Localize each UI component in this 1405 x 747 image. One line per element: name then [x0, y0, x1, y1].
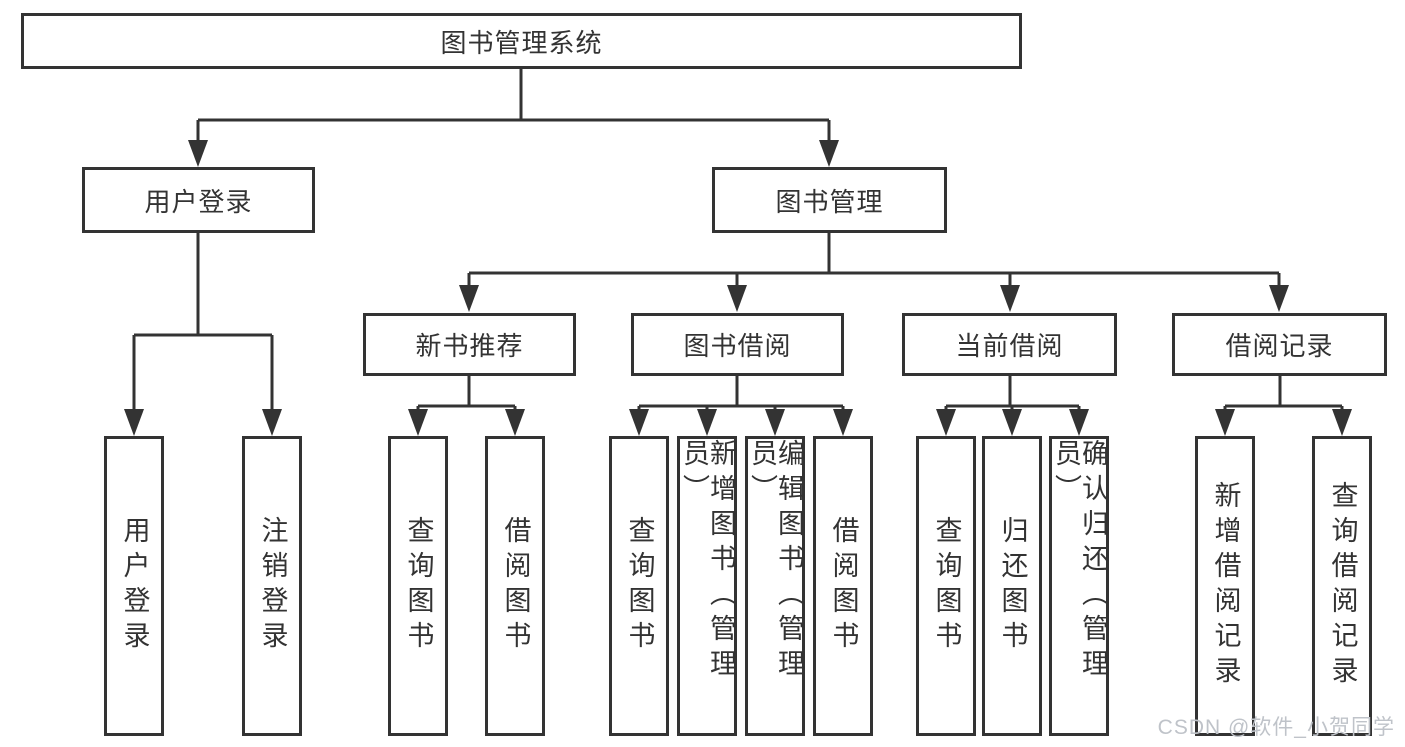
- node-label: 编辑图书（管理员）: [747, 439, 804, 684]
- csdn-watermark: CSDN @软件_小贺同学: [1157, 716, 1395, 739]
- leaf-confirm-return-admin: 确认归还（管理员）: [1049, 436, 1109, 736]
- node-label: 用户登录: [144, 186, 253, 217]
- leaf-return-book: 归还图书: [982, 436, 1042, 736]
- leaf-edit-book-admin: 编辑图书（管理员）: [745, 436, 805, 736]
- leaf-query-books-borrow: 查询图书: [609, 436, 669, 736]
- node-label: 新书推荐: [415, 331, 524, 361]
- leaf-add-book-admin: 新增图书（管理员）: [677, 436, 737, 736]
- node-borrow-records: 借阅记录: [1172, 313, 1387, 376]
- node-label: 查询图书: [931, 516, 962, 656]
- node-label: 用户登录: [119, 516, 150, 656]
- leaf-query-borrow-record: 查询借阅记录: [1312, 436, 1372, 736]
- arrowheads: [124, 140, 1352, 436]
- node-label: 借阅记录: [1225, 331, 1334, 361]
- leaf-query-books-current: 查询图书: [916, 436, 976, 736]
- node-label: 查询图书: [403, 516, 434, 656]
- node-label: 注销登录: [257, 516, 288, 656]
- node-label: 借阅图书: [500, 516, 531, 656]
- node-book-borrow: 图书借阅: [631, 313, 844, 376]
- node-book-management: 图书管理: [712, 167, 947, 233]
- node-label: 新增图书（管理员）: [679, 439, 736, 684]
- node-label: 归还图书: [997, 516, 1028, 656]
- leaf-borrow-books: 借阅图书: [813, 436, 873, 736]
- node-new-book-recommend: 新书推荐: [363, 313, 576, 376]
- leaf-query-books-recommend: 查询图书: [388, 436, 448, 736]
- node-label: 借阅图书: [828, 516, 859, 656]
- leaf-logout-login: 注销登录: [242, 436, 302, 736]
- leaf-user-login: 用户登录: [104, 436, 164, 736]
- leaf-add-borrow-record: 新增借阅记录: [1195, 436, 1255, 736]
- node-label: 查询借阅记录: [1327, 481, 1358, 691]
- node-user-login: 用户登录: [82, 167, 315, 233]
- leaf-borrow-books-recommend: 借阅图书: [485, 436, 545, 736]
- node-label: 确认归还（管理员）: [1051, 439, 1108, 684]
- node-label: 查询图书: [624, 516, 655, 656]
- node-label: 当前借阅: [955, 331, 1064, 361]
- node-current-borrow: 当前借阅: [902, 313, 1117, 376]
- node-library-system: 图书管理系统: [21, 13, 1022, 69]
- node-label: 图书借阅: [683, 331, 792, 361]
- node-label: 图书管理: [775, 186, 884, 217]
- node-label: 图书管理系统: [440, 27, 603, 58]
- node-label: 新增借阅记录: [1210, 481, 1241, 691]
